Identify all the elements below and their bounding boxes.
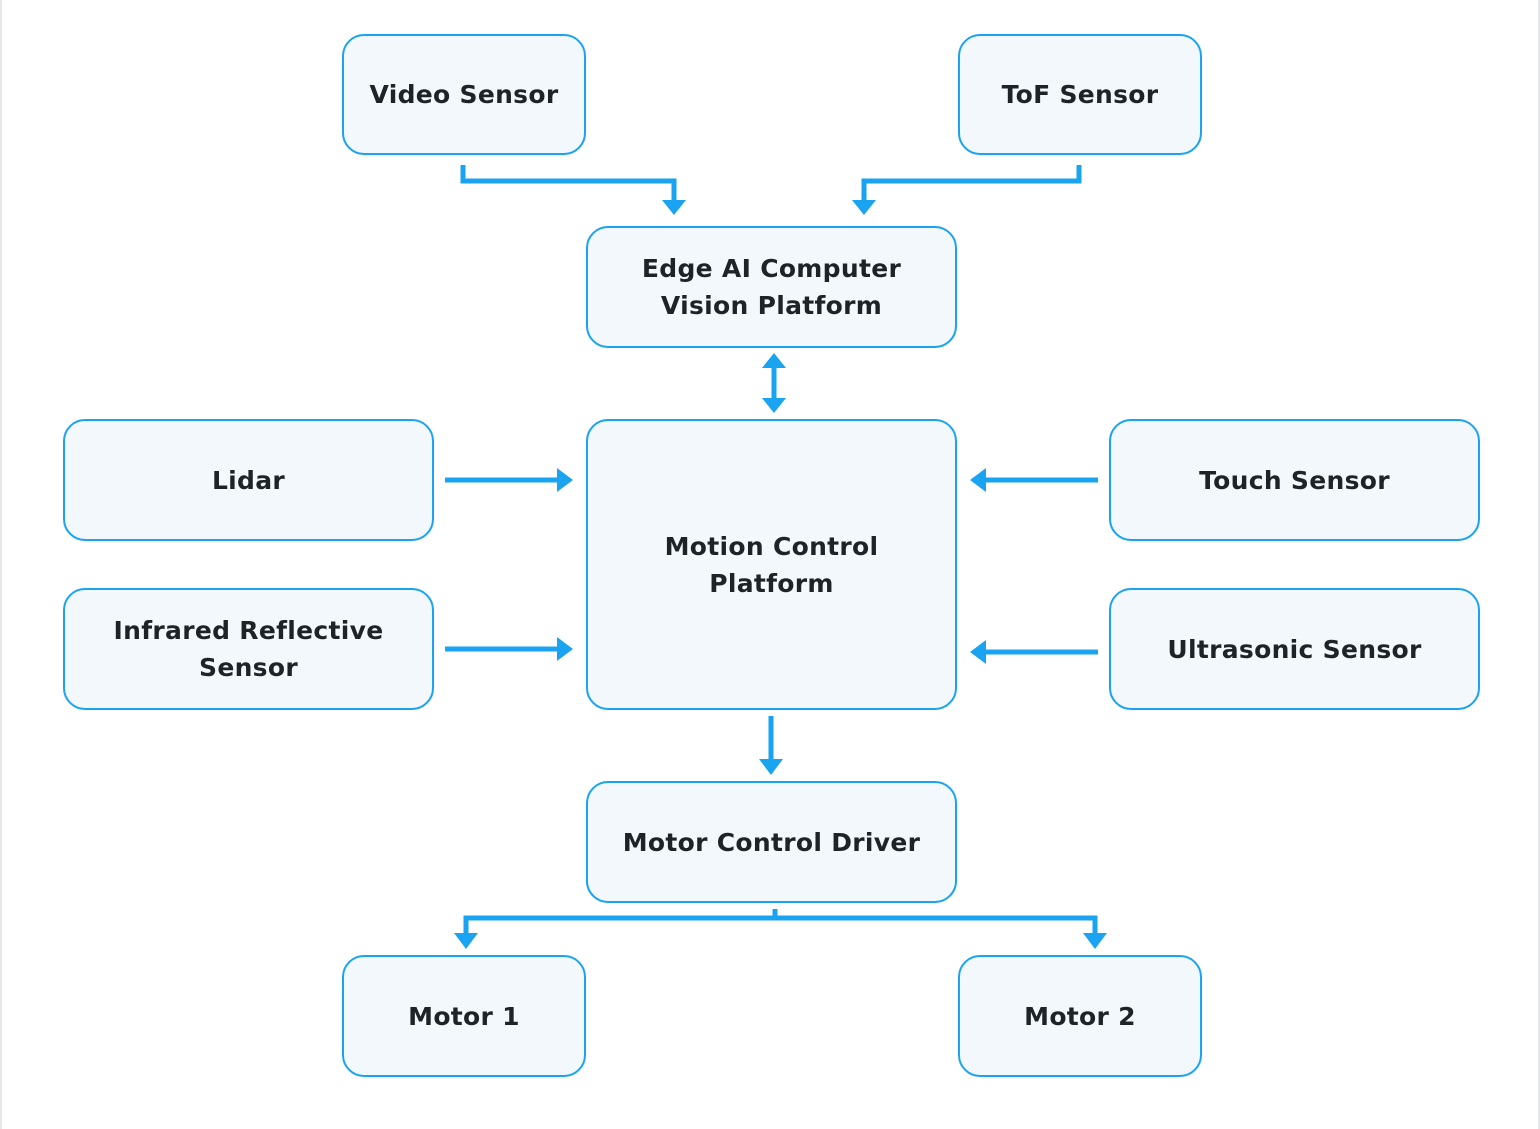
node-motor-2: Motor 2	[958, 955, 1202, 1077]
node-label: ToF Sensor	[1001, 80, 1159, 109]
node-motor-control-driver: Motor Control Driver	[586, 781, 957, 903]
node-motor-1: Motor 1	[342, 955, 586, 1077]
node-label: Video Sensor	[369, 80, 559, 109]
node-video-sensor: Video Sensor	[342, 34, 586, 155]
arrow-video-to-edge-ai	[460, 165, 677, 203]
arrowhead-lidar-to-motion	[557, 468, 573, 492]
node-label: Motor 1	[408, 1001, 520, 1031]
node-label: Lidar	[211, 465, 286, 495]
node-lidar: Lidar	[63, 419, 434, 541]
arrowhead-down-motion	[762, 398, 786, 413]
node-label: Motor 2	[1024, 1001, 1136, 1031]
node-label: Motor Control Driver	[622, 827, 921, 857]
node-infrared-sensor: Infrared Reflective Sensor	[63, 588, 434, 710]
arrowhead-tof-to-edge-ai	[852, 200, 876, 215]
node-label: Edge AI Computer Vision Platform	[641, 254, 902, 320]
arrowhead-driver-to-motor1	[454, 933, 478, 949]
arrowhead-driver-to-motor2	[1083, 933, 1107, 949]
node-edge-ai-platform: Edge AI Computer Vision Platform	[586, 226, 957, 348]
node-motion-control-platform: Motion Control Platform	[586, 419, 957, 710]
node-tof-sensor: ToF Sensor	[958, 34, 1202, 155]
node-label: Motion Control Platform	[664, 532, 879, 598]
node-touch-sensor: Touch Sensor	[1109, 419, 1480, 541]
node-label: Touch Sensor	[1199, 465, 1390, 495]
arrow-driver-to-motor2	[775, 915, 1098, 936]
arrowhead-up-edge-ai	[762, 353, 786, 368]
arrowhead-video-to-edge-ai	[662, 200, 686, 215]
arrow-tof-to-edge-ai	[861, 165, 1082, 203]
node-label: Infrared Reflective Sensor	[113, 616, 384, 682]
arrowhead-infrared-to-motion	[557, 637, 573, 661]
arrowhead-motion-to-driver	[759, 759, 783, 775]
node-label: Ultrasonic Sensor	[1167, 634, 1422, 664]
arrow-driver-to-motor1	[463, 909, 778, 936]
arrowhead-ultrasonic-to-motion	[970, 640, 986, 664]
arrowhead-touch-to-motion	[970, 468, 986, 492]
node-ultrasonic-sensor: Ultrasonic Sensor	[1109, 588, 1480, 710]
